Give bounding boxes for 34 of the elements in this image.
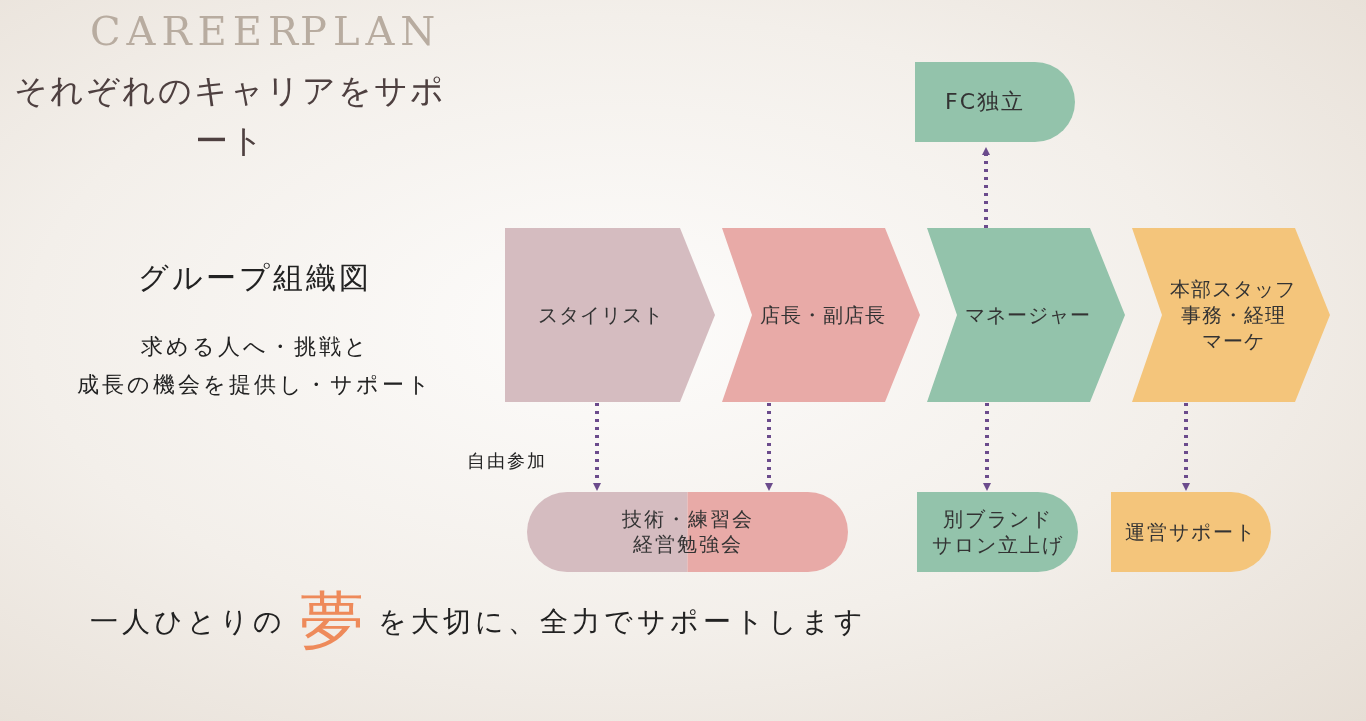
arrow	[983, 403, 991, 491]
node-label: FC独立	[945, 87, 1025, 116]
background-lettering: PLAN	[300, 8, 442, 54]
chevron-step	[722, 228, 920, 402]
node-label: 本部スタッフ	[1170, 276, 1296, 302]
node-label: スタイリスト	[538, 302, 664, 328]
edge-label: 自由参加	[467, 448, 547, 473]
heading: グループ組織図	[137, 259, 373, 297]
chevron-step	[505, 228, 715, 402]
arrow	[765, 403, 773, 491]
node-label: 経営勉強会	[632, 532, 743, 557]
arrow	[982, 147, 990, 228]
pill-box	[527, 492, 848, 572]
slogan: 一人ひとりの	[90, 603, 286, 640]
node-label: 事務・経理	[1180, 302, 1286, 328]
arrow	[1182, 403, 1190, 491]
highlight-word: 夢	[300, 583, 364, 660]
node-label: 店長・副店長	[760, 302, 886, 328]
node-label: 技術・練習会	[621, 507, 754, 532]
node-label: マーケ	[1201, 328, 1265, 354]
title: それぞれのキャリアをサポート	[13, 70, 447, 162]
chevron-step	[927, 228, 1125, 402]
chevron-step	[1132, 228, 1330, 402]
arrow	[593, 403, 601, 491]
rounded-box	[915, 62, 1075, 142]
subtitle: 成長の機会を提供し・サポート	[76, 371, 434, 399]
node-label: 運営サポート	[1125, 519, 1257, 545]
node-label: サロン立上げ	[931, 532, 1064, 558]
subtitle: 求める人へ・挑戦と	[139, 333, 371, 361]
rounded-box	[1111, 492, 1271, 572]
slogan: を大切に、全力でサポートします	[378, 603, 867, 640]
node-label: マネージャー	[965, 302, 1091, 328]
rounded-box	[917, 492, 1078, 572]
node-label: 別ブランド	[942, 506, 1053, 532]
